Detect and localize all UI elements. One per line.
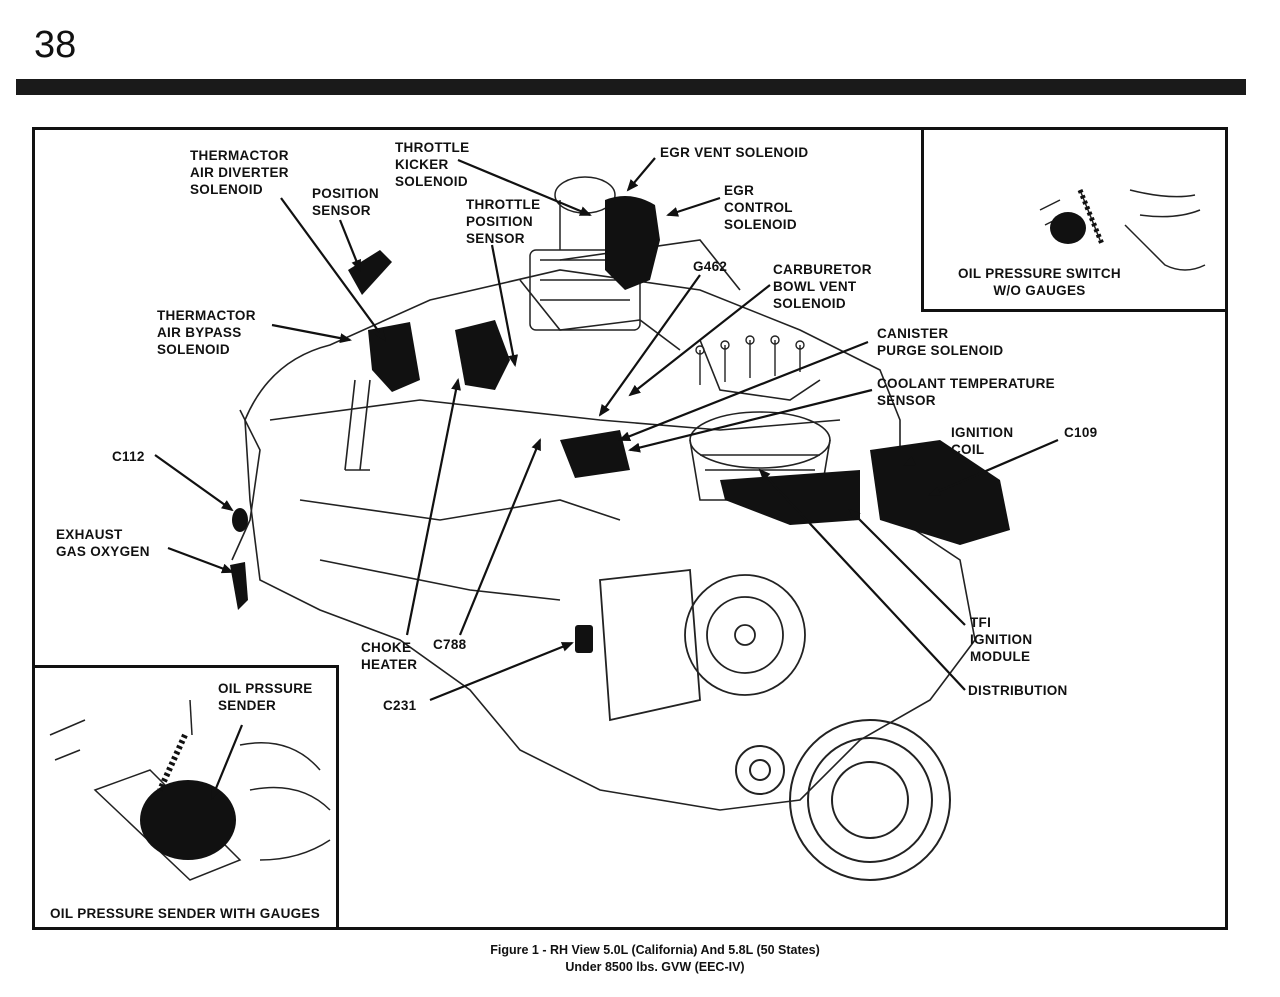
page-number: 38	[34, 24, 77, 66]
egr-solenoids-shape	[605, 196, 660, 290]
oil-pressure-switch-inset	[921, 127, 1228, 312]
purge-solenoid-shape	[560, 430, 630, 478]
oil-switch-shape	[1050, 212, 1086, 244]
label-ignition-coil: IGNITION COIL	[951, 425, 1014, 457]
figure-frame	[32, 127, 1228, 930]
label-distribution: DISTRIBUTION	[968, 683, 1068, 698]
oil-pressure-sender-inset	[32, 665, 339, 930]
header-rule	[16, 79, 1246, 95]
label-c231: C231	[383, 698, 417, 713]
label-oil-pressure-sender: OIL PRSSURE SENDER	[218, 681, 313, 713]
ego-sensor-shape	[230, 562, 248, 610]
c112-connector	[232, 508, 248, 532]
label-oil-pressure-switch: OIL PRESSURE SWITCH W/O GAUGES	[958, 266, 1121, 298]
oil-sender-shape	[140, 780, 236, 860]
label-g462: G462	[693, 259, 728, 274]
label-thermactor-air-bypass-solenoid: THERMACTOR AIR BYPASS SOLENOID	[157, 308, 256, 357]
position-sensor-shape	[348, 250, 392, 295]
label-throttle-kicker-solenoid: THROTTLE KICKER SOLENOID	[395, 140, 470, 189]
label-canister-purge-solenoid: CANISTER PURGE SOLENOID	[877, 326, 1004, 358]
highlighted-components	[230, 196, 1010, 653]
label-exhaust-gas-oxygen: EXHAUST GAS OXYGEN	[56, 527, 150, 559]
label-c109: C109	[1064, 425, 1098, 440]
label-c112: C112	[112, 449, 145, 464]
label-choke-heater: CHOKE HEATER	[361, 640, 418, 672]
leader-lines	[154, 157, 1059, 702]
crank-pulley	[735, 719, 951, 881]
label-throttle-position-sensor: THROTTLE POSITION SENSOR	[466, 197, 541, 246]
caption-line-1: Figure 1 - RH View 5.0L (California) And…	[490, 943, 820, 957]
label-thermactor-air-diverter-solenoid: THERMACTOR AIR DIVERTER SOLENOID	[190, 148, 289, 197]
label-coolant-temperature-sensor: COOLANT TEMPERATURE SENSOR	[877, 376, 1055, 408]
label-position-sensor: POSITION SENSOR	[312, 186, 379, 218]
caption-line-2: Under 8500 lbs. GVW (EEC-IV)	[565, 960, 745, 974]
throttle-position-shape	[455, 320, 510, 390]
alternator	[599, 569, 806, 722]
label-carburetor-bowl-vent-solenoid: CARBURETOR BOWL VENT SOLENOID	[773, 262, 872, 311]
label-c788: C788	[433, 637, 467, 652]
plug-wires	[695, 335, 805, 385]
figure-caption: Figure 1 - RH View 5.0L (California) And…	[0, 942, 1280, 976]
c231-connector	[575, 625, 593, 653]
label-egr-vent-solenoid: EGR VENT SOLENOID	[660, 145, 809, 160]
label-egr-control-solenoid: EGR CONTROL SOLENOID	[724, 183, 797, 232]
air-diverter-shape	[368, 322, 420, 392]
label-oil-pressure-sender-with-gauges: OIL PRESSURE SENDER WITH GAUGES	[50, 906, 321, 921]
tfi-module-shape	[720, 470, 860, 525]
label-tfi-ignition-module: TFI IGNITION MODULE	[970, 615, 1033, 664]
